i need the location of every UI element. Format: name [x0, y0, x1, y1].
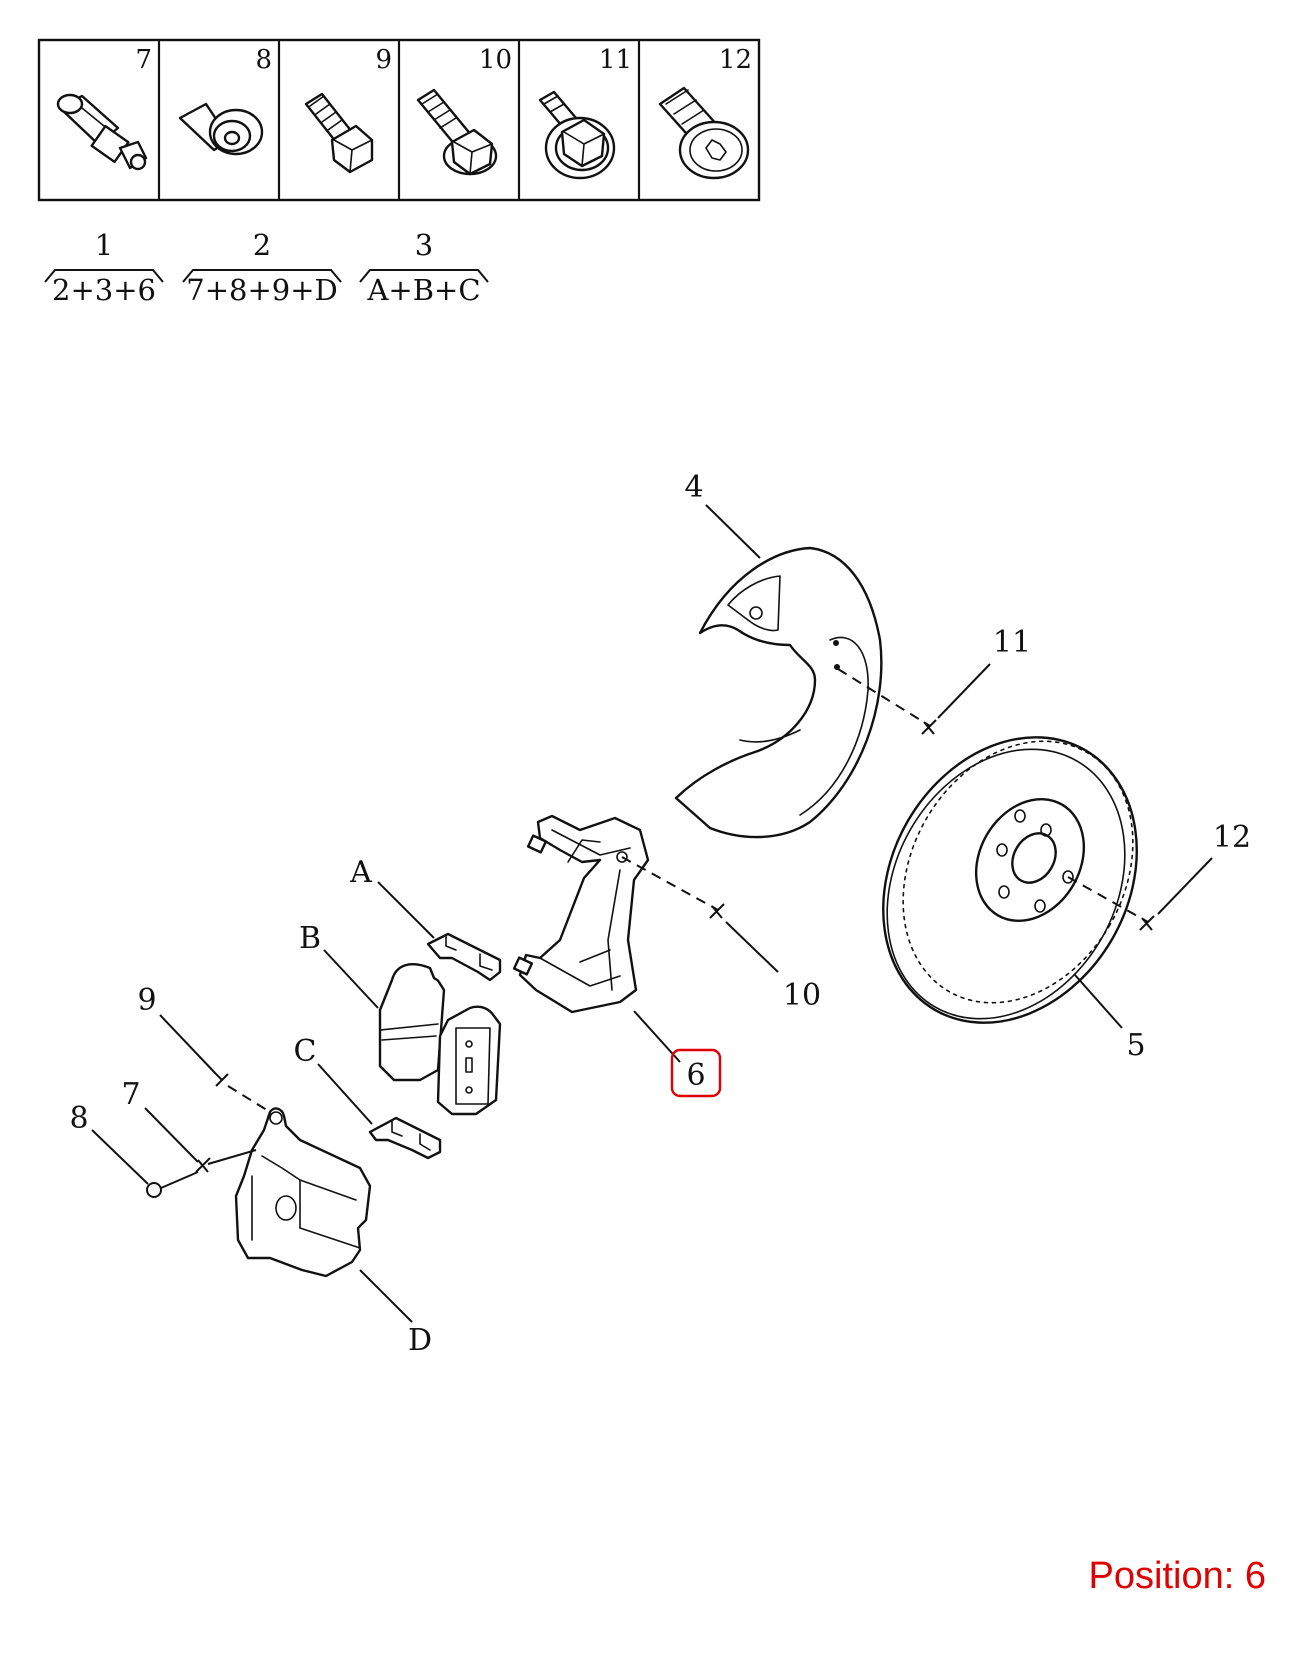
position-readout: Position: 6 [1088, 1555, 1266, 1597]
callout-6: 6 [686, 1058, 705, 1093]
brake-pads [378, 963, 502, 1116]
cap-icon [178, 102, 264, 156]
table-cell-number: 9 [375, 45, 392, 75]
table-cell-number: 8 [255, 45, 272, 75]
bolt-icon [304, 92, 374, 174]
kit-number: 2 [253, 228, 271, 262]
brake-disc [882, 736, 1138, 1024]
kit-contents: 2+3+6 [52, 273, 156, 307]
brake-caliper [234, 1107, 372, 1278]
clip-a [426, 932, 502, 982]
sensor-icon [56, 93, 148, 171]
flange-bolt-icon [416, 88, 498, 176]
splash-shield [674, 546, 883, 839]
callout-4: 4 [684, 470, 703, 505]
table-cell-number: 7 [135, 45, 152, 75]
kit-number: 3 [415, 228, 433, 262]
table-cell-number: 10 [479, 45, 512, 75]
callout-5: 5 [1126, 1028, 1145, 1063]
callout-a: A [349, 855, 372, 890]
callout-10: 10 [783, 978, 821, 1013]
kit-3: 3 A+B+C [359, 228, 489, 307]
callout-12: 12 [1213, 820, 1251, 855]
kit-list: 1 2+3+6 2 7+8+9+D 3 A+B+C [44, 228, 489, 307]
table-cell-number: 11 [599, 45, 632, 75]
callout-9: 9 [137, 983, 156, 1018]
caliper-carrier [512, 814, 650, 1014]
kit-1: 1 2+3+6 [44, 228, 164, 307]
parts-table: 7 8 9 10 11 12 [37, 38, 761, 202]
clip-c [368, 1116, 442, 1160]
torx-screw-icon [658, 86, 750, 180]
callout-d: D [408, 1323, 432, 1358]
kit-contents: 7+8+9+D [186, 273, 338, 307]
kit-2: 2 7+8+9+D [182, 228, 342, 307]
kit-contents: A+B+C [366, 273, 480, 307]
callout-b: B [299, 921, 321, 956]
highlight-box [670, 1048, 722, 1098]
table-cell-number: 12 [719, 45, 752, 75]
washer-bolt-icon [538, 90, 616, 180]
callout-c: C [294, 1034, 317, 1069]
callout-11: 11 [993, 625, 1031, 660]
callout-7: 7 [121, 1077, 140, 1112]
kit-number: 1 [95, 228, 113, 262]
callout-8: 8 [69, 1101, 88, 1136]
